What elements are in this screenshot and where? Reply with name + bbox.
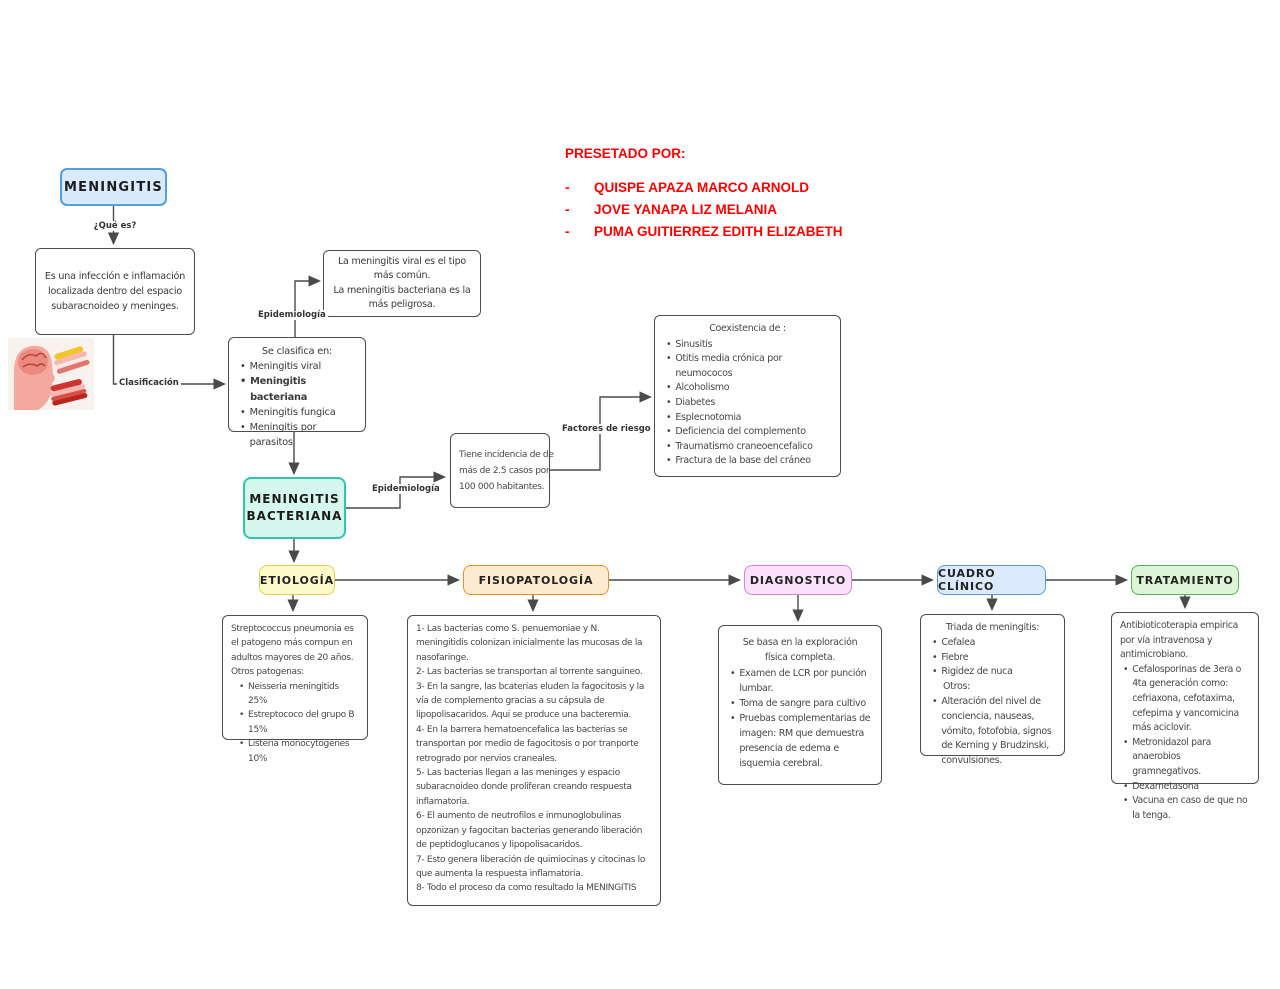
tratamiento-item: Vacuna en caso de que no la tenga. (1120, 794, 1250, 823)
fisiopatologia-step: 8- Todo el proceso da como resultado la … (416, 883, 637, 894)
classification-title: Se clasifica en: (261, 346, 333, 357)
fisiopatologia-step: 7- Esto genera liberación de quimiocinas… (416, 854, 646, 879)
cuadro-item: Fiebre (929, 651, 1056, 666)
tratamiento-item: Cefalosporinas de 3era o 4ta generación … (1120, 663, 1250, 736)
detail-etiologia: Streptococcus pneumonia es el patogeno m… (222, 615, 368, 764)
risk-factor-item: Sinusitis (663, 338, 832, 353)
classification-item: Meningitis fungica (237, 405, 357, 420)
list-dash: - (565, 180, 570, 195)
tratamiento-intro: Antibioticoterapia empirica por vía intr… (1120, 620, 1239, 661)
tratamiento-item: Dexametasona (1120, 780, 1250, 795)
risk-factor-item: Deficiencia del complemento (663, 425, 832, 440)
cuadro-others-item: Alteración del nivel de conciencia, naus… (929, 695, 1056, 769)
fisiopatologia-step: 5- Las bacterias llegan a las meninges y… (416, 768, 632, 807)
node-incidence: Tiene incidencia de de más de 2.5 casos … (450, 433, 554, 508)
fisiopatologia-step: 2- Las bacterias se transportan al torre… (416, 667, 643, 678)
presented-by-name: - PUMA GUITIERREZ EDITH ELIZABETH (565, 224, 843, 239)
edge-label-clasificacion: Clasificación (117, 378, 181, 388)
list-dash: - (565, 202, 570, 217)
presented-by-block: PRESETADO POR: - QUISPE APAZA MARCO ARNO… (565, 146, 843, 246)
node-meningitis-bacteriana: MENINGITIS BACTERIANA (243, 477, 346, 539)
classification-item: Meningitis por parasitos (237, 420, 357, 450)
cuadro-item: Rigidez de nuca (929, 665, 1056, 680)
node-risk-factors: Coexistencia de : Sinusitis Otitis media… (654, 315, 841, 477)
tratamiento-item: Metronidazol para anaerobios gramnegativ… (1120, 736, 1250, 780)
detail-cuadro-clinico: Triada de meningitis: Cefalea Fiebre Rig… (920, 614, 1065, 766)
fisiopatologia-step: 4- En la barrera hematoencefalica las ba… (416, 724, 639, 764)
cuadro-item: Cefalea (929, 636, 1056, 651)
category-diagnostico: DIAGNOSTICO (744, 565, 852, 595)
risk-factor-item: Alcoholismo (663, 381, 832, 396)
diagnostico-item: Toma de sangre para cultivo (727, 696, 873, 711)
risk-factor-item: Traumatismo craneoencefalico (663, 440, 832, 455)
risk-factors-title: Coexistencia de : (709, 323, 786, 334)
diagnostico-intro: Se basa en la exploración física complet… (742, 637, 858, 663)
etiologia-item: Listeria monocytogenes 10% (231, 737, 359, 766)
presented-by-title: PRESETADO POR: (565, 146, 686, 161)
fisiopatologia-step: 1- Las bacterias como S. penuemoniae y N… (416, 624, 643, 663)
presented-by-name: - JOVE YANAPA LIZ MELANIA (565, 202, 778, 217)
meninges-illustration-image (8, 338, 94, 410)
diagnostico-item: Pruebas complementarias de imagen: RM qu… (727, 711, 873, 771)
presented-by-name: - QUISPE APAZA MARCO ARNOLD (565, 180, 809, 195)
etiologia-item: Estreptococo del grupo B 15% (231, 708, 359, 737)
risk-factor-item: Diabetes (663, 396, 832, 411)
meninges-illustration (8, 338, 94, 410)
etiologia-item: Neisseria meningitids 25% (231, 680, 359, 709)
category-etiologia: ETIOLOGÍA (259, 565, 335, 595)
fisiopatologia-step: 3- En la sangre, las bcaterias eluden la… (416, 681, 645, 721)
risk-factor-item: Fractura de la base del cráneo (663, 454, 832, 469)
node-classification: Se clasifica en: Meningitis viral Mening… (228, 337, 366, 448)
category-fisiopatologia: FISIOPATOLOGÍA (463, 565, 609, 595)
edge-label-epidemiologia-2: Epidemiología (370, 484, 442, 494)
edge-label-epidemiologia-1: Epidemiología (256, 310, 328, 320)
risk-factor-item: Otitis media crónica por neumococos (663, 352, 832, 381)
risk-factor-item: Esplecnotomia (663, 411, 832, 426)
cuadro-others-label: Otros: (943, 681, 971, 693)
edge-label-que-es: ¿Qué es? (84, 221, 146, 231)
edge-classification-viralnote (294, 275, 322, 337)
detail-fisiopatologia: 1- Las bacterias como S. penuemoniae y N… (407, 615, 661, 906)
category-tratamiento: TRATAMIENTO (1131, 565, 1239, 595)
node-definition: Es una infección e inflamación localizad… (35, 248, 195, 335)
detail-tratamiento: Antibioticoterapia empirica por vía intr… (1111, 612, 1259, 821)
diagnostico-item: Examen de LCR por punción lumbar. (727, 666, 873, 696)
cuadro-title: Triada de meningitis: (945, 622, 1040, 633)
category-cuadro-clinico: CUADRO CLÍNICO (937, 565, 1046, 595)
node-viral-note: La meningitis viral es el tipo más común… (323, 250, 481, 317)
etiologia-subtitle: Otros patogenas: (231, 667, 304, 678)
classification-item: Meningitis viral (237, 359, 357, 374)
classification-item: Meningitis bacteriana (237, 374, 357, 404)
edge-label-factores-riesgo: Factores de riesgo (560, 424, 653, 434)
edge-definition-classification (112, 335, 227, 390)
brain (18, 349, 48, 375)
detail-diagnostico: Se basa en la exploración física complet… (718, 625, 882, 785)
fisiopatologia-step: 6- El aumento de neutrofilos e inmunoglo… (416, 811, 643, 851)
node-meningitis: MENINGITIS (60, 168, 167, 206)
list-dash: - (565, 224, 570, 239)
etiologia-intro: Streptococcus pneumonia es el patogeno m… (231, 624, 354, 663)
